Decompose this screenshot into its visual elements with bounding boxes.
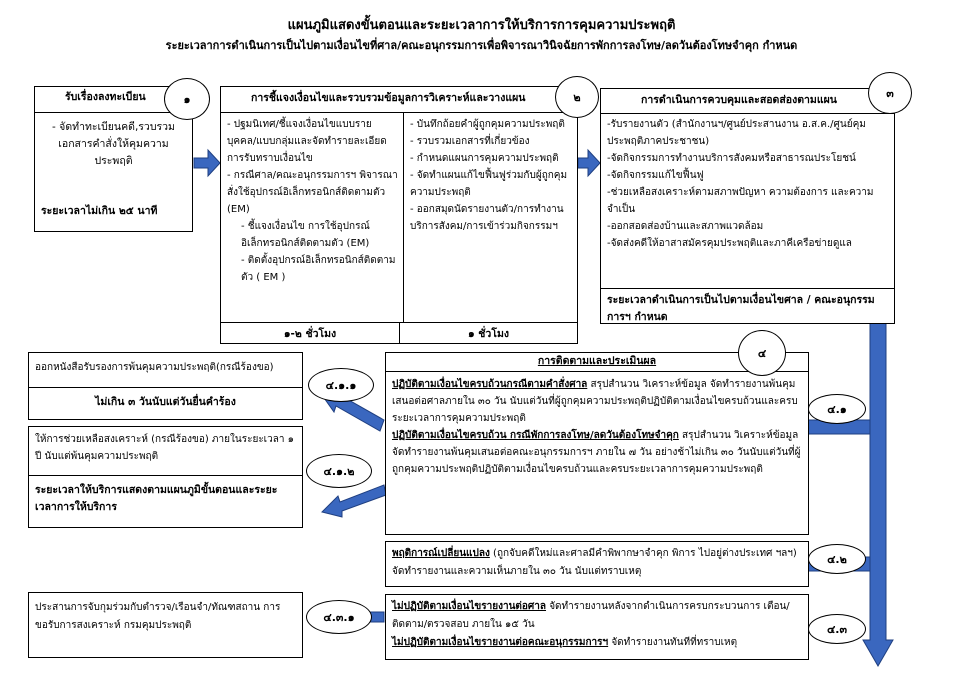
step1-box: รับเรื่องลงทะเบียน - จัดทำทะเบียนคดี,รวบ… <box>34 86 193 232</box>
list-item: - ออกสมุดนัดรายงานตัว/การทำงานบริการสังค… <box>410 204 564 232</box>
box-4-1-2-text: ให้การช่วยเหลือสงเคราะห์ (กรณีร้องขอ) ภา… <box>35 434 294 462</box>
label-4-1: ๔.๑ <box>808 394 866 424</box>
step2-left-list: - ปฐมนิเทศ/ชี้แจงเงื่อนไขแบบรายบุคคล/แบบ… <box>221 113 404 322</box>
arrow-to-4-1-2 <box>321 484 387 518</box>
list-item: - ติดตั้งอุปกรณ์อิเล็กทรอนิกส์ติดตามตัว … <box>241 255 396 283</box>
list-item: - จัดทำแผนแก้ไขฟื้นฟูร่วมกับผู้ถูกคุมควา… <box>410 170 568 198</box>
step4-p2-title: ปฏิบัติตามเงื่อนไขครบถ้วน กรณีพักการลงโท… <box>392 430 679 441</box>
step4-p1-title: ปฏิบัติตามเงื่อนไขครบถ้วนกรณีตามคำสั่งศา… <box>392 379 588 390</box>
arrow-1-to-2 <box>193 148 221 178</box>
box-4-3-1: ประสานการจับกุมร่วมกับตำรวจ/เรือนจำ/ทัณฑ… <box>28 592 303 658</box>
step4-number-badge: ๔ <box>738 330 786 376</box>
step2-right-list: - บันทึกถ้อยคำผู้ถูกคุมความประพฤติ - รวบ… <box>404 113 577 322</box>
step4-p3-text: (ถูกจับคดีใหม่และศาลมีคำพิพากษาจำคุก พิก… <box>392 548 797 577</box>
step4-p5-text: จัดทำรายงานทันทีที่ทราบเหตุ <box>608 637 738 648</box>
step3-box: การดำเนินการควบคุมและสอดส่องตามแผน -รับร… <box>600 88 895 324</box>
list-item: - กำหนดแผนการคุมความประพฤติ <box>410 153 559 164</box>
step3-list: -รับรายงานตัว (สำนักงานฯ/ศูนย์ประสานงาน … <box>601 114 894 288</box>
step2-time-right: ๑ ชั่วโมง <box>467 328 510 340</box>
step1-header: รับเรื่องลงทะเบียน <box>65 91 146 103</box>
label-4-2: ๔.๒ <box>808 544 866 574</box>
arrow-2-to-3 <box>577 148 601 178</box>
list-item: -จัดกิจกรรมแก้ไขฟื้นฟู <box>607 170 704 181</box>
step4-p4-text: จัดทำรายงานหลังจากดำเนินการครบกระบวนการ … <box>392 601 790 630</box>
step3-header: การดำเนินการควบคุมและสอดส่องตามแผน <box>641 94 837 106</box>
step4-content: ปฏิบัติตามเงื่อนไขครบถ้วนกรณีตามคำสั่งศา… <box>386 371 808 482</box>
list-item: -รับรายงานตัว (สำนักงานฯ/ศูนย์ประสานงาน … <box>607 119 866 147</box>
list-item: -จัดส่งคดีให้อาสาสมัครคุมประพฤติและภาคีเ… <box>607 238 852 249</box>
list-item: -ช่วยเหลือสงเคราะห์ตามสภาพปัญหา ความต้อง… <box>607 187 874 215</box>
box-4-1-1: ออกหนังสือรับรองการพ้นคุมความประพฤติ(กรณ… <box>28 352 303 420</box>
step1-number-badge: ๑ <box>164 78 210 120</box>
list-item: - บันทึกถ้อยคำผู้ถูกคุมความประพฤติ <box>410 119 565 130</box>
list-item: - ชี้แจงเงื่อนไข การใช้อุปกรณ์อิเล็กทรอน… <box>241 221 370 249</box>
list-item: -ออกสอดส่องบ้านและสภาพแวดล้อม <box>607 221 764 232</box>
step3-time: ระยะเวลาดำเนินการเป็นไปตามเงื่อนไขศาล / … <box>601 288 894 329</box>
step1-time: ระยะเวลาไม่เกิน ๒๕ นาที <box>41 205 158 217</box>
step4-3-box: ไม่ปฏิบัติตามเงื่อนไขรายงานต่อศาล จัดทำร… <box>385 594 809 660</box>
box-4-1-1-text: ออกหนังสือรับรองการพ้นคุมความประพฤติ(กรณ… <box>35 362 274 373</box>
box-4-1-2-time: ระยะเวลาให้บริการแสดงตามแผนภูมิขั้นตอนแล… <box>29 475 302 522</box>
step4-p2-text: สรุปสำนวน วิเคราะห์ข้อมูล จัดทำรายงานพ้น… <box>392 430 801 475</box>
step3-number-badge: ๓ <box>868 72 912 114</box>
step4-p4-title: ไม่ปฏิบัติตามเงื่อนไขรายงานต่อศาล <box>392 601 547 612</box>
list-item: - รวบรวมเอกสารที่เกี่ยวข้อง <box>410 136 530 147</box>
step4-p5-title: ไม่ปฏิบัติตามเงื่อนไขรายงานต่อคณะอนุกรรม… <box>392 637 609 648</box>
step4-header: การติดตามและประเมินผล <box>537 355 657 367</box>
step2-box: การชี้แจงเงื่อนไขและรวบรวมข้อมูลการวิเคร… <box>220 86 578 344</box>
arrow-trunk <box>862 322 894 668</box>
step2-number-badge: ๒ <box>555 76 599 118</box>
list-item: - ปฐมนิเทศ/ชี้แจงเงื่อนไขแบบรายบุคคล/แบบ… <box>227 119 387 164</box>
box-4-1-1-time: ไม่เกิน ๓ วันนับแต่วันยื่นคำร้อง <box>29 387 302 417</box>
step1-body: - จัดทำทะเบียนคดี,รวบรวม เอกสารคำสั่งให้… <box>52 121 175 167</box>
step4-box: การติดตามและประเมินผล ปฏิบัติตามเงื่อนไข… <box>385 352 809 535</box>
page-title: แผนภูมิแสดงขั้นตอนและระยะเวลาการให้บริกา… <box>287 18 676 33</box>
label-4-3: ๔.๓ <box>808 614 866 644</box>
list-item: - กรณีศาล/คณะอนุกรรมการฯ พิจารณาสั่งใช้อ… <box>227 170 398 215</box>
list-item: -จัดกิจกรรมการทำงานบริการสังคมหรือสาธารณ… <box>607 153 856 164</box>
step2-header: การชี้แจงเงื่อนไขและรวบรวมข้อมูลการวิเคร… <box>251 92 526 104</box>
page-subtitle: ระยะเวลาการดำเนินการเป็นไปตามเงื่อนไขที่… <box>165 39 798 52</box>
label-4-1-1: ๔.๑.๑ <box>308 368 374 402</box>
label-4-3-1: ๔.๓.๑ <box>306 600 372 634</box>
step2-time-left: ๑-๒ ชั่วโมง <box>221 323 400 343</box>
step4-p1-text: สรุปสำนวน วิเคราะห์ข้อมูล จัดทำรายงานพ้น… <box>392 379 798 424</box>
box-4-1-2: ให้การช่วยเหลือสงเคราะห์ (กรณีร้องขอ) ภา… <box>28 426 303 528</box>
step4-p3-title: พฤติการณ์เปลี่ยนแปลง <box>392 548 490 559</box>
label-4-1-2: ๔.๑.๒ <box>306 454 372 488</box>
step4-2-box: พฤติการณ์เปลี่ยนแปลง (ถูกจับคดีใหม่และศา… <box>385 541 809 587</box>
